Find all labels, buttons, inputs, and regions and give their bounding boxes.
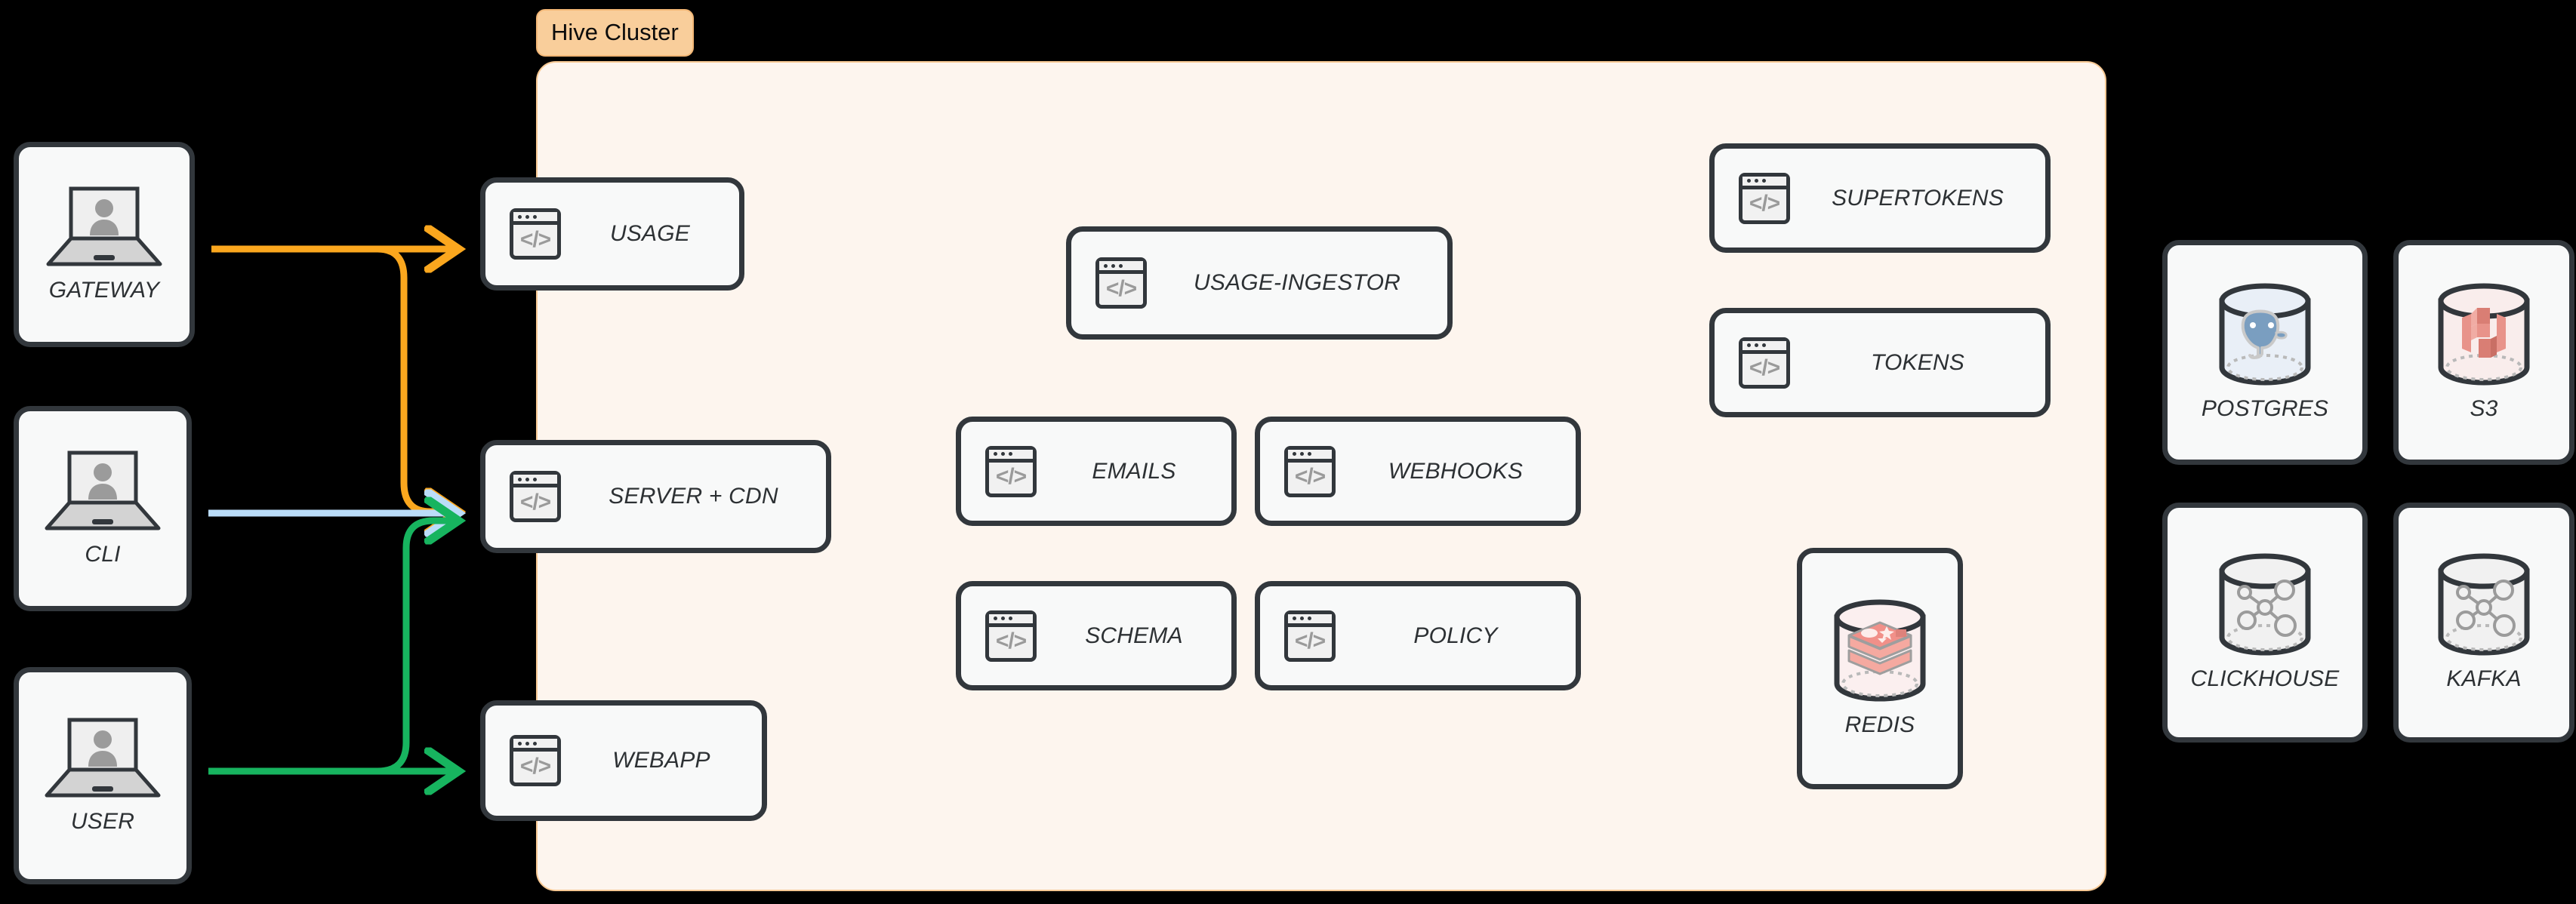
node-emails[interactable]: </> EMAILS <box>956 417 1237 526</box>
node-gateway[interactable]: GATEWAY <box>14 142 195 347</box>
node-label: REDIS <box>1844 712 1915 737</box>
node-schema[interactable]: </> SCHEMA <box>956 581 1237 690</box>
code-glyph: </> <box>519 489 551 515</box>
code-glyph: </> <box>1294 464 1326 489</box>
code-glyph: </> <box>995 629 1027 653</box>
code-window-icon: </> <box>985 445 1037 497</box>
code-window-icon: </> <box>985 610 1037 662</box>
node-server-cdn[interactable]: </> SERVER + CDN <box>480 440 831 553</box>
code-glyph: </> <box>1294 629 1326 653</box>
node-policy[interactable]: </> POLICY <box>1255 581 1581 690</box>
code-window-icon: </> <box>510 471 561 522</box>
code-window-icon: </> <box>510 735 561 786</box>
code-window-icon: </> <box>1284 445 1336 497</box>
node-clickhouse[interactable]: CLICKHOUSE <box>2162 503 2368 743</box>
laptop-user-icon <box>41 717 165 798</box>
arrow-gateway-to-server-cdn <box>211 245 453 512</box>
arrow-user-to-server-cdn <box>208 521 453 775</box>
laptop-user-icon <box>41 450 165 531</box>
node-label: POLICY <box>1413 623 1498 648</box>
node-label: WEBHOOKS <box>1388 458 1524 484</box>
node-cli[interactable]: CLI <box>14 406 192 611</box>
graph-cylinder-icon <box>2433 553 2534 656</box>
node-label: POSTGRES <box>2201 396 2329 421</box>
code-window-icon: </> <box>1739 172 1790 224</box>
node-label: TOKENS <box>1870 349 1964 375</box>
code-glyph: </> <box>1749 355 1780 380</box>
node-label: SCHEMA <box>1085 623 1183 648</box>
code-window-icon: </> <box>1284 610 1336 662</box>
node-redis[interactable]: REDIS <box>1797 548 1963 789</box>
node-label: USAGE <box>609 221 691 246</box>
s3-cylinder-icon <box>2433 283 2534 386</box>
node-label: GATEWAY <box>48 278 160 303</box>
node-webapp[interactable]: </> WEBAPP <box>480 700 767 821</box>
code-window-icon: </> <box>1095 257 1147 309</box>
code-window-icon: </> <box>1739 337 1790 389</box>
node-user[interactable]: USER <box>14 667 192 884</box>
graph-cylinder-icon <box>2214 553 2316 656</box>
node-label: KAFKA <box>2446 666 2522 691</box>
code-glyph: </> <box>1749 191 1780 216</box>
node-label: USAGE-INGESTOR <box>1194 270 1400 295</box>
node-label: USER <box>70 809 135 834</box>
code-window-icon: </> <box>510 208 561 260</box>
node-s3[interactable]: S3 <box>2393 240 2574 465</box>
node-label: CLICKHOUSE <box>2190 666 2340 691</box>
node-usage-ingestor[interactable]: </> USAGE-INGESTOR <box>1066 226 1453 340</box>
code-glyph: </> <box>995 464 1027 489</box>
node-label: CLI <box>85 542 121 567</box>
node-label: SERVER + CDN <box>609 484 778 509</box>
node-supertokens[interactable]: </> SUPERTOKENS <box>1709 143 2051 253</box>
node-label: S3 <box>2470 396 2498 421</box>
node-tokens[interactable]: </> TOKENS <box>1709 308 2051 417</box>
code-glyph: </> <box>519 753 551 779</box>
node-usage[interactable]: </> USAGE <box>480 177 744 291</box>
node-kafka[interactable]: KAFKA <box>2393 503 2574 743</box>
code-glyph: </> <box>519 226 551 252</box>
node-label: WEBAPP <box>612 748 710 773</box>
node-postgres[interactable]: POSTGRES <box>2162 240 2368 465</box>
redis-cylinder-icon <box>1829 599 1930 702</box>
laptop-user-icon <box>42 186 166 267</box>
node-webhooks[interactable]: </> WEBHOOKS <box>1255 417 1581 526</box>
node-label: SUPERTOKENS <box>1832 185 2004 211</box>
postgres-cylinder-icon <box>2214 283 2316 386</box>
node-label: EMAILS <box>1092 458 1176 484</box>
hive-cluster-badge: Hive Cluster <box>536 9 694 57</box>
code-glyph: </> <box>1105 275 1137 301</box>
